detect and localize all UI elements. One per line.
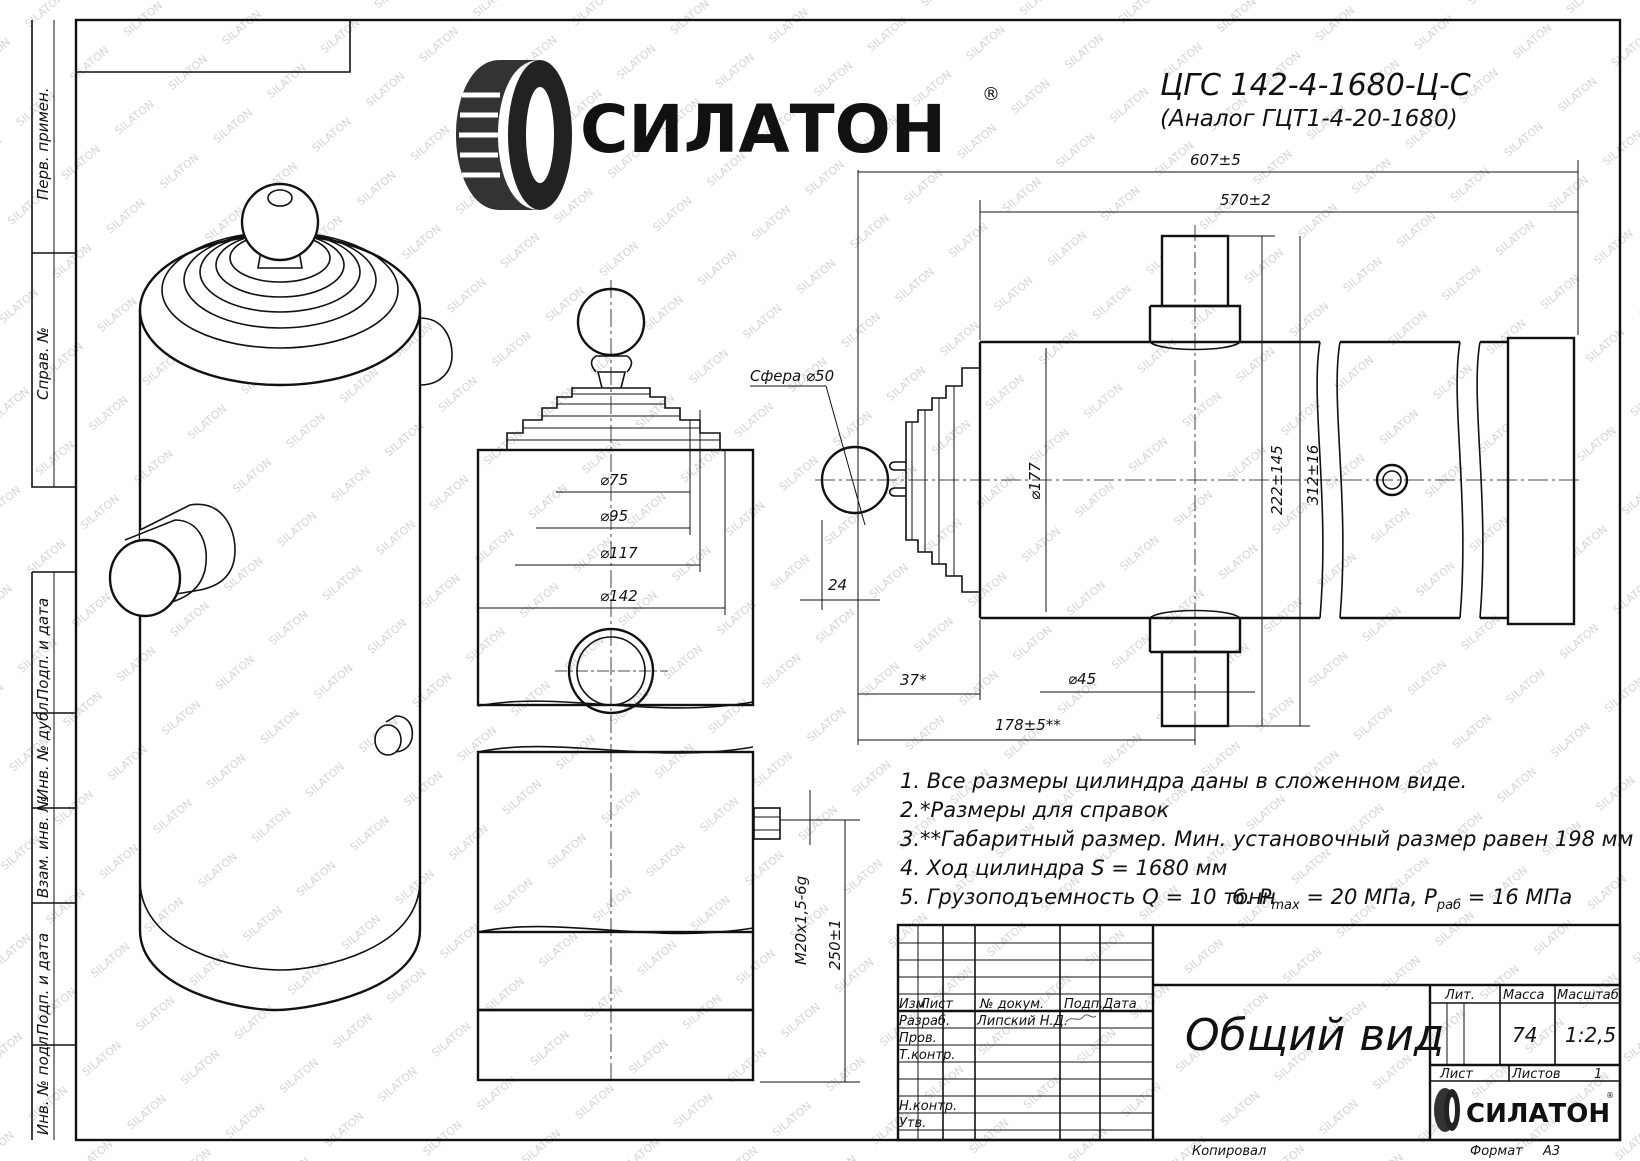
reg-mark: ® <box>982 84 1000 105</box>
tb-row-utv: Утв. <box>899 1116 926 1131</box>
tb-row-tkontr: Т.контр. <box>899 1048 955 1063</box>
stamp-vzam-inv: Взам. инв. № <box>34 796 52 898</box>
tb-format-label: Формат <box>1470 1144 1523 1159</box>
note-6: 6. Pmax = 20 МПа, Pраб = 16 МПа <box>1232 885 1572 913</box>
brand-logo: СИЛАТОН ® <box>456 60 1000 210</box>
tb-header-izm: Изм <box>899 997 926 1012</box>
tb-developer: Липский Н.Д. <box>976 1014 1068 1029</box>
tb-scale-label: Масштаб <box>1557 988 1619 1003</box>
top-left-box <box>75 20 351 73</box>
tb-sheets: 1 <box>1594 1067 1602 1082</box>
tb-sheet-label: Лист <box>1439 1067 1473 1082</box>
notes: 1. Все размеры цилиндра даны в сложенном… <box>900 769 1633 913</box>
tb-reg-mark: ® <box>1606 1091 1614 1100</box>
signature <box>1065 1014 1097 1023</box>
note-1: 1. Все размеры цилиндра даны в сложенном… <box>900 769 1467 793</box>
tb-copied: Копировал <box>1192 1144 1266 1159</box>
front-dimensions: ⌀75 ⌀95 ⌀117 ⌀142 M20x1,5-6g 250±1 <box>478 410 860 1083</box>
tb-mass: 74 <box>1512 1023 1537 1047</box>
front-view <box>476 280 781 1085</box>
tb-brand-logo: СИЛАТОН ® <box>1434 1088 1614 1132</box>
tb-scale: 1:2,5 <box>1565 1023 1616 1047</box>
tb-header-podp: Подп. <box>1064 997 1103 1012</box>
tb-header-list: Лист <box>919 997 953 1012</box>
dim-thread: M20x1,5-6g <box>792 876 810 965</box>
dim-d607: 607±5 <box>1190 151 1241 169</box>
dim-d142: ⌀142 <box>600 587 638 605</box>
dim-d117: ⌀117 <box>600 544 638 562</box>
note-3: 3.**Габаритный размер. Мин. установочный… <box>900 827 1633 851</box>
dim-d45: ⌀45 <box>1068 670 1096 688</box>
stamp-sprav: Справ. № <box>34 327 52 400</box>
dim-d75: ⌀75 <box>600 471 628 489</box>
dim-d177: ⌀177 <box>1026 462 1044 500</box>
dim-d312: 312±16 <box>1304 445 1322 505</box>
dim-d37: 37* <box>900 671 927 689</box>
tb-mass-label: Масса <box>1503 988 1544 1003</box>
dim-d570: 570±2 <box>1220 191 1271 209</box>
dim-sphere: Сфера ⌀50 <box>750 367 834 385</box>
dim-d250: 250±1 <box>826 919 844 970</box>
doc-name: Общий вид <box>1185 1010 1444 1061</box>
dim-d222: 222±145 <box>1268 445 1286 515</box>
tb-header-date: Дата <box>1102 997 1137 1012</box>
tb-row-razrab: Разраб. <box>899 1014 950 1029</box>
brand-name: СИЛАТОН <box>580 91 946 168</box>
dim-d24: 24 <box>828 576 847 594</box>
analog-title: (Аналог ГЦТ1-4-20-1680) <box>1160 106 1458 132</box>
stamp-inv-dubl: Инв. № дубл. <box>34 697 52 800</box>
side-view <box>815 225 1580 735</box>
tb-row-prov: Пров. <box>899 1031 937 1046</box>
side-dimensions: 607±5 570±2 Сфера ⌀50 ⌀177 222±145 312±1… <box>750 151 1579 745</box>
note-5: 5. Грузоподъемность Q = 10 тонн <box>900 885 1276 909</box>
stamp-inv-podl: Инв. № подл. <box>34 1032 52 1135</box>
stamp-podp-data-2: Подп. и дата <box>34 933 52 1035</box>
tb-lit-label: Лит. <box>1444 988 1475 1003</box>
tb-brand-name: СИЛАТОН <box>1466 1099 1610 1129</box>
tb-row-nkontr: Н.контр. <box>899 1099 957 1114</box>
tb-header-doc: № докум. <box>979 997 1044 1012</box>
side-stamp: Перв. примен. Справ. № Подп. и дата Инв.… <box>31 20 76 1140</box>
sheet-frame <box>74 18 1622 1142</box>
dim-d95: ⌀95 <box>600 507 628 525</box>
isometric-view <box>108 182 453 1012</box>
note-4: 4. Ход цилиндра S = 1680 мм <box>900 856 1228 880</box>
tire-icon <box>456 60 572 210</box>
dim-d178: 178±5** <box>995 716 1061 734</box>
stamp-podp-data-1: Подп. и дата <box>34 598 52 700</box>
note-2: 2.*Размеры для справок <box>900 798 1170 822</box>
designation-title: ЦГС 142-4-1680-Ц-С <box>1160 68 1471 103</box>
title-block: Изм Лист № докум. Подп. Дата Разраб. Про… <box>896 923 1622 1159</box>
tb-sheets-label: Листов <box>1511 1067 1561 1082</box>
tb-format: А3 <box>1542 1144 1560 1159</box>
stamp-perv-primen: Перв. примен. <box>34 87 52 200</box>
